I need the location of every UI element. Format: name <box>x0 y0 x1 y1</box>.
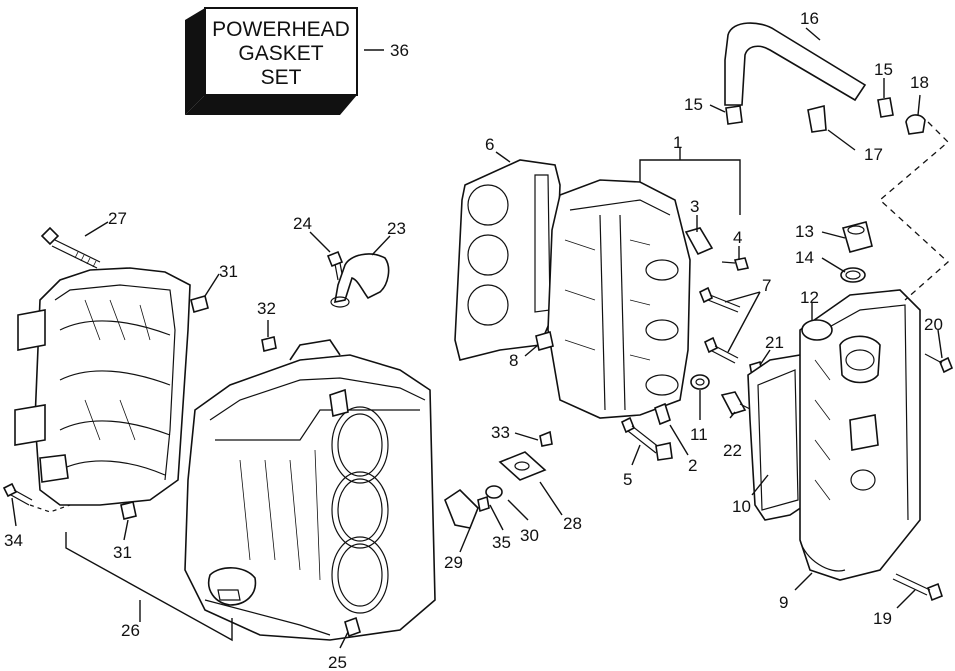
gasket-box-line1: POWERHEAD <box>212 18 350 41</box>
fitting-2-part <box>654 402 671 426</box>
spacer-30-part <box>485 485 503 499</box>
callout-6: 6 <box>485 135 494 154</box>
washer-11-part <box>690 374 710 390</box>
exhaust-cover-part <box>799 289 921 581</box>
cylinder-head-part <box>547 179 691 419</box>
callout-17: 17 <box>864 145 883 164</box>
clamp-18-part <box>905 114 926 135</box>
thermostat-13-part <box>842 221 873 253</box>
fitting-15-left-part <box>725 105 743 125</box>
screw-19-part <box>892 573 943 602</box>
callout-36: 36 <box>390 41 409 60</box>
callout-31-lower: 31 <box>113 543 132 562</box>
callout-20: 20 <box>924 315 943 334</box>
hose-16-part <box>724 22 867 106</box>
lid-12-part <box>801 319 833 341</box>
bolt-5-part <box>620 416 673 461</box>
callout-30: 30 <box>520 526 539 545</box>
cylinder-head-gasket-part <box>454 159 561 361</box>
powerhead-gasket-set-box: POWERHEAD GASKET SET <box>185 7 384 115</box>
screw-35-part <box>477 495 490 513</box>
callout-31-upper: 31 <box>219 262 238 281</box>
callout-26: 26 <box>121 621 140 640</box>
callout-15-left: 15 <box>684 95 703 114</box>
plug-32-part <box>261 336 277 352</box>
callout-3: 3 <box>690 197 699 216</box>
screw-34-part <box>2 482 33 506</box>
callout-labels: 1 2 3 4 5 6 7 8 9 10 11 12 13 14 15 15 1… <box>4 9 943 671</box>
callout-11: 11 <box>690 425 708 444</box>
callout-34: 34 <box>4 531 23 550</box>
cylinder-block-part <box>184 339 436 641</box>
callout-28: 28 <box>563 514 582 533</box>
callout-18: 18 <box>910 73 929 92</box>
callout-15-right: 15 <box>874 60 893 79</box>
callout-29: 29 <box>444 553 463 572</box>
callout-25: 25 <box>328 653 347 671</box>
dashed-guides <box>29 121 949 513</box>
fitting-15-right-part <box>877 97 894 118</box>
gasket-29-part <box>444 488 479 529</box>
gasket-10-part <box>747 354 809 521</box>
callout-13: 13 <box>795 222 814 241</box>
callout-1: 1 <box>673 133 682 152</box>
screw-24-part <box>326 250 344 281</box>
callout-9: 9 <box>779 593 788 612</box>
callout-22: 22 <box>723 441 742 460</box>
fitting-3-part <box>684 227 714 256</box>
bushing-31-lower-part <box>120 501 137 520</box>
plug-25-part <box>344 616 361 638</box>
crankcase-cover-part <box>14 267 191 506</box>
callout-16: 16 <box>800 9 819 28</box>
callout-33: 33 <box>491 423 510 442</box>
callout-21: 21 <box>765 333 784 352</box>
callout-10: 10 <box>732 497 751 516</box>
screw-4-part <box>721 257 750 271</box>
callout-24: 24 <box>293 214 312 233</box>
callout-2: 2 <box>688 456 697 475</box>
bracket-23-part <box>330 253 390 308</box>
callout-12: 12 <box>800 288 819 307</box>
cover-28-part <box>498 451 547 481</box>
bolts-7-part <box>698 286 741 364</box>
callout-19: 19 <box>873 609 892 628</box>
plug-8-part <box>535 330 554 352</box>
screw-33-part <box>539 430 553 447</box>
sensor-22-part <box>720 391 753 415</box>
screw-20-part <box>924 353 954 374</box>
callout-8: 8 <box>509 351 518 370</box>
callout-4: 4 <box>733 228 742 247</box>
gasket-box-line2: GASKET <box>238 42 323 65</box>
leader-lines <box>11 27 943 649</box>
bushing-31-upper-part <box>190 295 209 313</box>
bolt-27-part <box>40 226 101 269</box>
callout-32: 32 <box>257 299 276 318</box>
callout-23: 23 <box>387 219 406 238</box>
seal-14-part <box>840 267 866 283</box>
callout-35: 35 <box>492 533 511 552</box>
callout-27: 27 <box>108 209 127 228</box>
gasket-box-line3: SET <box>261 66 302 89</box>
callout-14: 14 <box>795 248 814 267</box>
clamp-17-part <box>807 104 827 133</box>
callout-5: 5 <box>623 470 632 489</box>
callout-7: 7 <box>762 276 771 295</box>
